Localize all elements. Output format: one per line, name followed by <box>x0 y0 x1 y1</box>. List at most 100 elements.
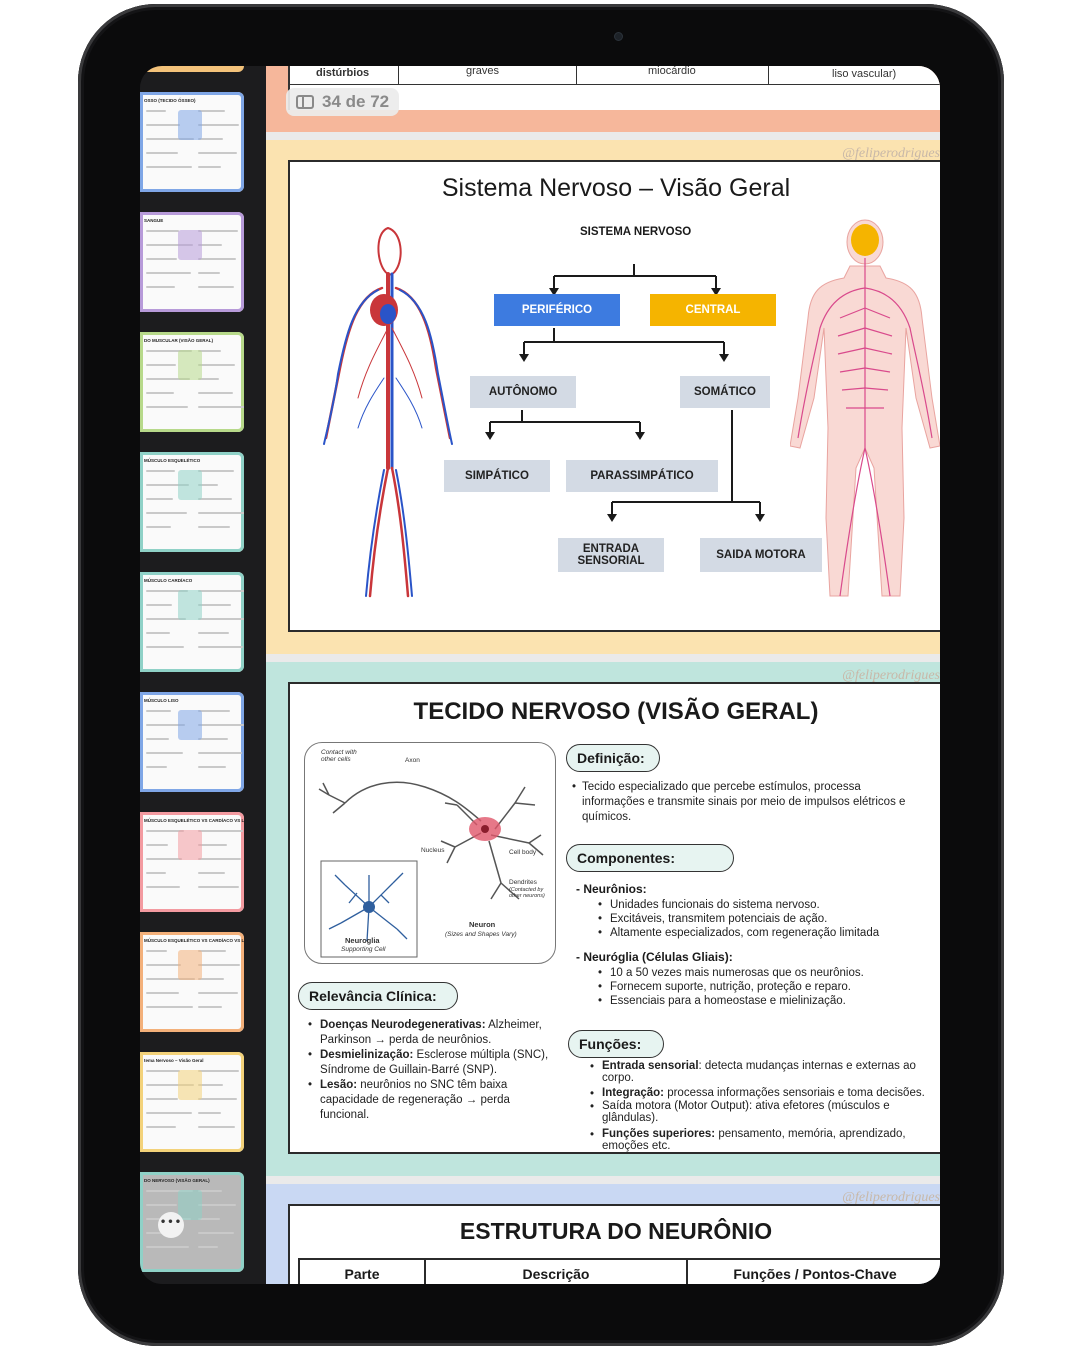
page-thumbnail[interactable]: OSSO (TECIDO ÓSSEO) <box>140 92 244 192</box>
page-thumbnail[interactable]: MÚSCULO ESQUELÉTICO VS CARDÍACO VS LISO <box>140 812 244 912</box>
thumbnail-text-line <box>198 858 241 860</box>
thumbnail-text-line <box>146 406 188 408</box>
page-sistema-nervoso: @feliperodrigues Sistema Nervoso – Visão… <box>266 140 940 654</box>
table-cell: distúrbios <box>316 67 370 79</box>
funcoes-item: Integração: processa informações sensori… <box>602 1087 940 1099</box>
page-title: TECIDO NERVOSO (VISÃO GERAL) <box>413 698 819 725</box>
thumbnail-text-line <box>146 858 182 860</box>
definicao-label: Definição: <box>566 744 660 772</box>
thumbnail-partial-top[interactable] <box>140 66 244 72</box>
nervous-system-tree-connectors <box>485 264 765 522</box>
thumbnail-text-line <box>146 124 180 126</box>
thumbnail-title: tema Nervoso – Visão Geral <box>144 1058 204 1063</box>
thumbnail-text-line <box>198 1098 237 1100</box>
neuronios-item: Altamente especializados, com regeneraçã… <box>610 927 880 939</box>
page-thumbnail[interactable]: MÚSCULO CARDÍACO <box>140 572 244 672</box>
page-content-frame: ESTRUTURA DO NEURÔNIO Parte Descrição Fu… <box>288 1204 940 1284</box>
thumbnail-text-line <box>146 1098 178 1100</box>
bullet: • <box>598 995 603 1007</box>
thumbnail-image <box>178 1190 202 1220</box>
thumbnail-text-line <box>146 166 192 168</box>
thumbnail-text-line <box>198 1112 221 1114</box>
page-thumbnail[interactable]: MÚSCULO ESQUELÉTICO VS CARDÍACO VS LISO <box>140 932 244 1032</box>
label-nucleus: Nucleus <box>421 847 445 854</box>
table-header: Parte <box>344 1266 380 1282</box>
more-options-button[interactable]: ••• <box>158 1212 184 1238</box>
neuron-illustration <box>318 781 544 958</box>
thumbnail-text-line <box>146 498 173 500</box>
thumbnail-text-line <box>198 1246 218 1248</box>
thumbnail-text-line <box>198 992 238 994</box>
page-thumbnail[interactable]: DO MUSCULAR (VISÃO GERAL) <box>140 332 244 432</box>
bullet: • <box>572 781 577 793</box>
label-dendrites-note: (Contacted by other neurons) <box>509 887 545 899</box>
watermark: @feliperodrigues <box>842 146 940 161</box>
page-thumbnail[interactable]: DO NERVOSO (VISÃO GERAL) <box>140 1172 244 1272</box>
page-title: ESTRUTURA DO NEURÔNIO <box>459 1218 773 1244</box>
thumbnail-text-line <box>146 964 181 966</box>
thumbnail-text-line <box>198 258 236 260</box>
thumbnail-text-line <box>198 1006 222 1008</box>
thumbnail-text-line <box>198 1084 223 1086</box>
page-thumbnail[interactable]: tema Nervoso – Visão Geral <box>140 1052 244 1152</box>
thumbnail-text-line <box>198 632 229 634</box>
thumbnail-text-line <box>146 738 169 740</box>
thumbnail-image <box>178 470 202 500</box>
page-thumbnail-sidebar[interactable]: OSSO (TECIDO ÓSSEO) SANGUE DO MUSCULAR (VI… <box>140 66 266 1284</box>
thumbnail-text-line <box>198 950 226 952</box>
thumbnail-text-line <box>198 350 221 352</box>
thumbnail-title: MÚSCULO LISO <box>144 698 179 703</box>
thumbnail-text-line <box>146 844 168 846</box>
table-divider <box>686 1258 688 1284</box>
thumbnail-text-line <box>146 110 166 112</box>
bullet: • <box>590 1129 595 1141</box>
thumbnail-text-line <box>146 152 178 154</box>
neuroglia-item: Fornecem suporte, nutrição, proteção e r… <box>610 981 851 993</box>
node-central: CENTRAL <box>650 294 776 326</box>
thumbnail-text-line <box>198 724 244 726</box>
componentes-label: Componentes: <box>566 844 734 872</box>
thumbnail-text-line <box>198 1070 239 1072</box>
table-top-border <box>298 1258 940 1260</box>
thumbnail-text-line <box>198 844 227 846</box>
document-scroll-area[interactable]: distúrbios graves miocárdio liso vascula… <box>266 66 940 1284</box>
node-parassimpatico: PARASSIMPÁTICO <box>566 460 718 492</box>
page-thumbnail[interactable]: SANGUE <box>140 212 244 312</box>
bullet: • <box>590 1101 595 1113</box>
thumbnail-text-line <box>146 604 172 606</box>
thumbnail-title: OSSO (TECIDO ÓSSEO) <box>144 98 196 103</box>
node-autonomo: AUTÔNOMO <box>470 376 576 408</box>
funcoes-item-text: pensamento, memória, aprendizado, emoçõe… <box>602 1128 906 1152</box>
thumbnail-text-line <box>146 950 167 952</box>
page-estrutura-neuronio: @feliperodrigues ESTRUTURA DO NEURÔNIO P… <box>266 1184 940 1284</box>
funcoes-item-text: : detecta mudanças internas e externas a… <box>602 1060 916 1084</box>
thumbnail-text-line <box>146 752 183 754</box>
thumbnail-text-line <box>198 830 243 832</box>
thumbnail-text-line <box>198 526 230 528</box>
tree-root-label: SISTEMA NERVOSO <box>580 226 692 238</box>
table-divider <box>424 1258 426 1284</box>
node-saida-motora: SAIDA MOTORA <box>700 538 822 572</box>
funcoes-item: Saída motora (Motor Output): ativa efeto… <box>602 1100 940 1124</box>
thumbnail-text-line <box>198 484 218 486</box>
thumbnail-text-line <box>198 766 226 768</box>
thumbnail-text-line <box>198 964 240 966</box>
table-header: Funções / Pontos-Chave <box>733 1266 897 1282</box>
page-counter-badge[interactable]: 34 de 72 <box>286 88 400 116</box>
neuron-diagram: Contact with other cells Axon Nucleus Ce… <box>304 742 556 964</box>
relevancia-label: Relevância Clínica: <box>298 982 458 1010</box>
thumbnail-text-line <box>146 350 192 352</box>
thumbnail-text-line <box>198 752 242 754</box>
page-thumbnail[interactable]: MÚSCULO ESQUELÉTICO <box>140 452 244 552</box>
front-camera <box>614 32 623 41</box>
bullet: • <box>590 1061 595 1073</box>
funcoes-item-bold: Funções superiores: <box>602 1128 716 1140</box>
nervous-system-body-illustration <box>790 219 940 597</box>
thumbnail-text-line <box>198 406 244 408</box>
watermark: @feliperodrigues <box>842 668 940 683</box>
circulatory-system-illustration <box>323 226 453 598</box>
page-thumbnail[interactable]: MÚSCULO LISO <box>140 692 244 792</box>
thumbnail-text-line <box>146 724 185 726</box>
thumbnail-text-line <box>198 230 238 232</box>
funcoes-item: Entrada sensorial: detecta mudanças inte… <box>602 1060 940 1084</box>
